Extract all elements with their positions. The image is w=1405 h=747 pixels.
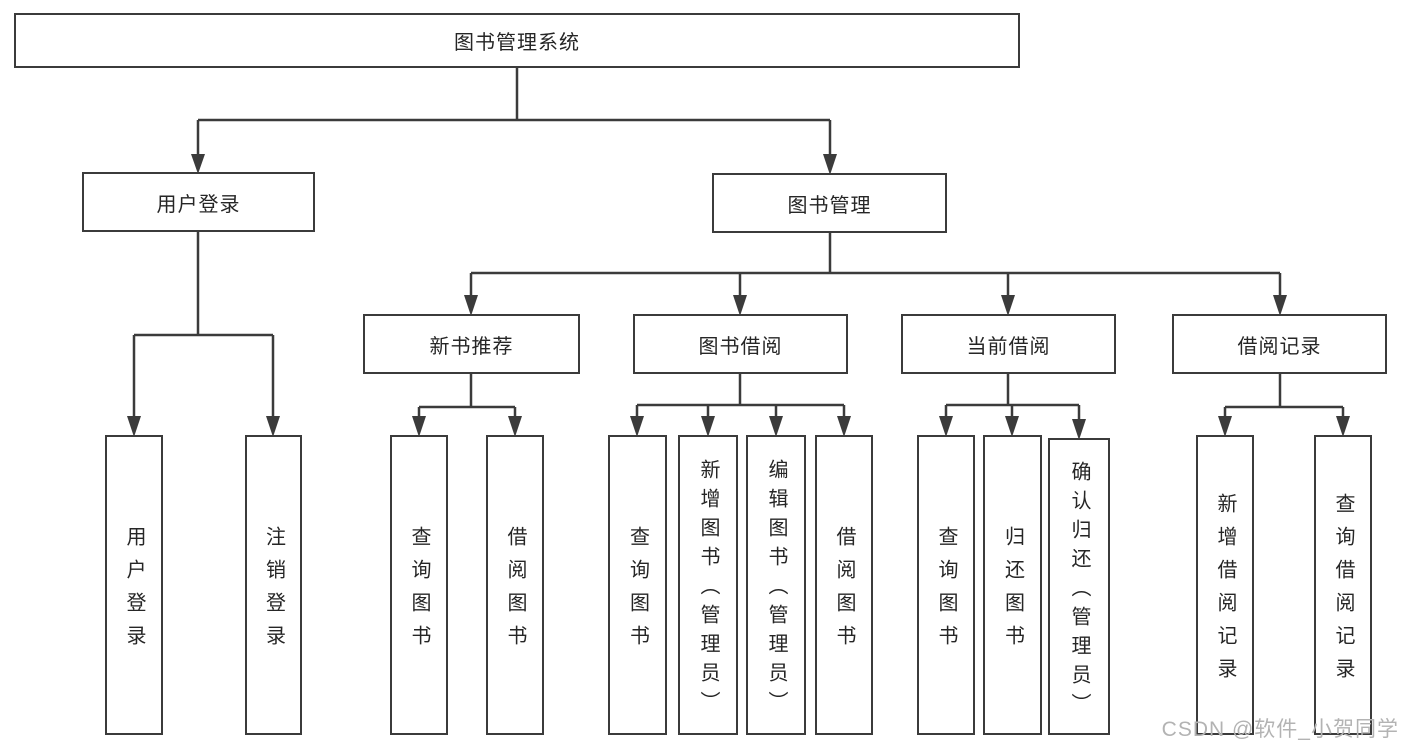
node-user-login-branch-label: 用户登录: [156, 193, 241, 216]
node-leaf-record-add: 新增借阅记录: [1196, 435, 1254, 735]
node-leaf-current-query-label: 查询图书: [935, 525, 957, 658]
node-leaf-current-query: 查询图书: [917, 435, 975, 735]
node-leaf-record-query-label: 查询借阅记录: [1332, 492, 1354, 691]
node-leaf-borrow-query: 查询图书: [608, 435, 667, 735]
node-leaf-record-query: 查询借阅记录: [1314, 435, 1372, 735]
node-current-borrow: 当前借阅: [901, 314, 1116, 374]
node-book-management-branch: 图书管理: [712, 173, 947, 233]
node-leaf-user-login: 用户登录: [105, 435, 163, 735]
node-leaf-borrow-add-label: 新增图书（管理员）: [697, 459, 719, 720]
node-leaf-borrow-query-label: 查询图书: [626, 525, 649, 658]
connector-bookborrow-to-leaves: [635, 374, 846, 418]
connector-newbook-to-leaves: [417, 374, 517, 418]
node-new-book-recommend-label: 新书推荐: [429, 335, 514, 358]
connector-bookmgmt-to-level3: [469, 233, 1282, 297]
node-leaf-borrow-edit: 编辑图书（管理员）: [746, 435, 806, 735]
node-book-borrow: 图书借阅: [633, 314, 848, 374]
node-leaf-logout: 注销登录: [245, 435, 302, 735]
node-book-management-branch-label: 图书管理: [787, 194, 872, 217]
node-leaf-newbook-borrow-label: 借阅图书: [504, 525, 526, 658]
node-leaf-borrow-borrow: 借阅图书: [815, 435, 873, 735]
arrowheads: [127, 154, 1350, 440]
node-root-label: 图书管理系统: [454, 32, 580, 54]
node-leaf-user-login-label: 用户登录: [123, 525, 145, 658]
node-root-system: 图书管理系统: [14, 13, 1020, 68]
node-leaf-borrow-borrow-label: 借阅图书: [833, 525, 855, 658]
node-new-book-recommend: 新书推荐: [363, 314, 580, 374]
node-leaf-current-return: 归还图书: [983, 435, 1042, 735]
node-borrow-record-label: 借阅记录: [1237, 335, 1322, 358]
node-user-login-branch: 用户登录: [82, 172, 315, 232]
watermark-text: CSDN @软件_小贺同学: [1161, 718, 1399, 741]
node-leaf-current-confirm-label: 确认归还（管理员）: [1068, 460, 1090, 722]
node-leaf-current-confirm: 确认归还（管理员）: [1048, 438, 1110, 735]
node-leaf-logout-label: 注销登录: [262, 525, 285, 658]
node-book-borrow-label: 图书借阅: [698, 335, 783, 358]
connector-userlogin-to-leaves: [132, 232, 275, 418]
node-leaf-newbook-query-label: 查询图书: [408, 525, 430, 658]
connector-borrowrecord-to-leaves: [1223, 374, 1345, 418]
node-leaf-borrow-edit-label: 编辑图书（管理员）: [765, 459, 787, 720]
node-borrow-record: 借阅记录: [1172, 314, 1387, 374]
node-leaf-newbook-query: 查询图书: [390, 435, 448, 735]
connector-root-to-level2: [196, 68, 832, 156]
node-leaf-borrow-add: 新增图书（管理员）: [678, 435, 738, 735]
node-current-borrow-label: 当前借阅: [966, 335, 1051, 358]
node-leaf-current-return-label: 归还图书: [1001, 525, 1024, 658]
node-leaf-newbook-borrow: 借阅图书: [486, 435, 544, 735]
node-leaf-record-add-label: 新增借阅记录: [1214, 492, 1236, 691]
connector-currentborrow-to-leaves: [944, 374, 1081, 421]
